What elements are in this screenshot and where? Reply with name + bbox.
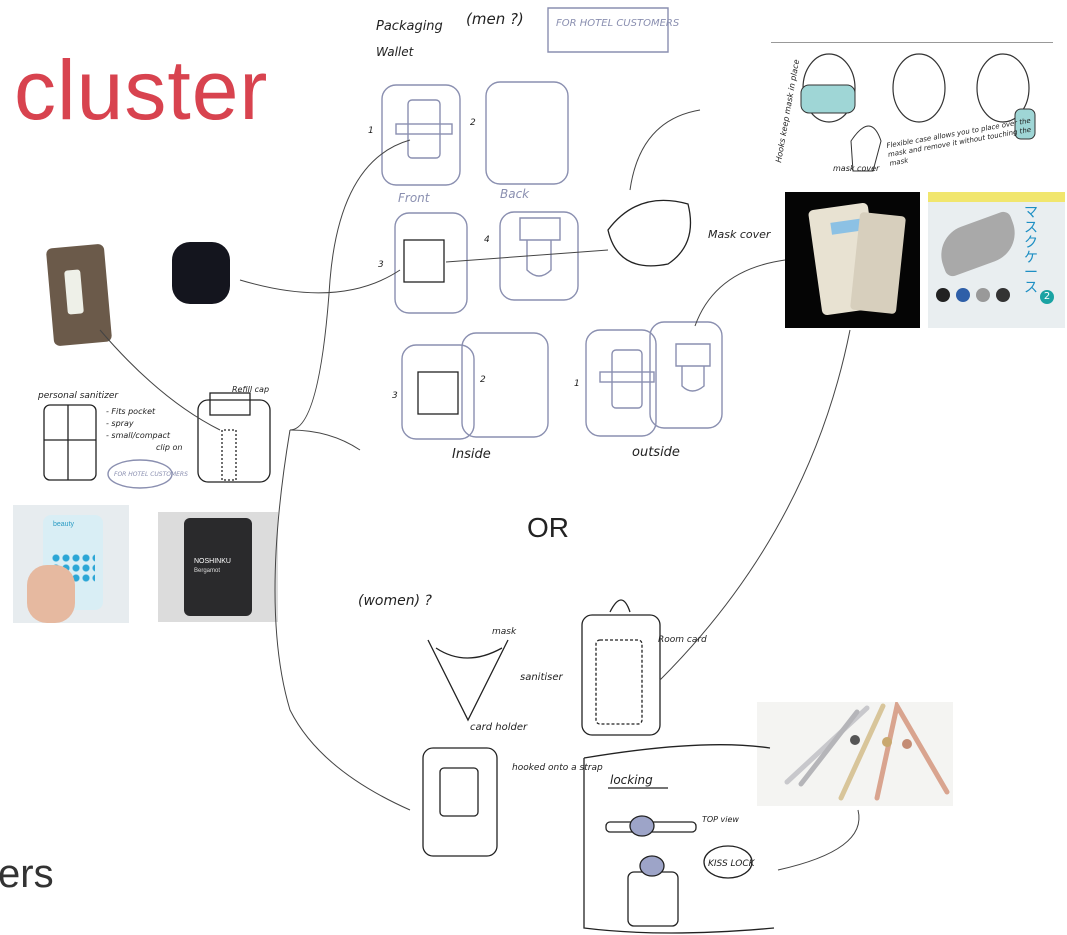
sanitizer-box-sketch — [43, 404, 97, 481]
step-2b: 2 — [480, 375, 486, 385]
hotel-tag-men: FOR HOTEL CUSTOMERS — [556, 18, 680, 29]
sanitizer-note-2: - spray — [106, 419, 134, 428]
men-question: (men ?) — [466, 10, 524, 28]
footer-fragment: ers — [0, 852, 54, 896]
top-view-label: TOP view — [702, 815, 739, 824]
hooked-strap-label: hooked onto a strap — [512, 763, 603, 773]
sanitiser-label: sanitiser — [520, 672, 564, 683]
room-card-label: Room card — [658, 635, 707, 645]
back-label: Back — [500, 187, 530, 201]
mask-cover-illustration: Hooks keep mask in place mask cover Flex… — [771, 42, 1053, 185]
wallet-inner-right — [499, 211, 579, 301]
clip-on-label: clip on — [156, 443, 182, 452]
or-label: OR — [527, 512, 569, 543]
step-1b: 1 — [574, 379, 580, 389]
noshinku-sanitizer-photo: NOSHINKU Bergamot — [158, 512, 278, 622]
jp-book-title: マスクケース — [1024, 205, 1038, 296]
locking-label: locking — [610, 773, 653, 787]
step-3b: 3 — [392, 391, 398, 401]
packaging-heading: Packaging — [376, 19, 443, 34]
kiss-lock-frame-photo — [757, 702, 953, 806]
mask-case-book-photo: マスクケース 2 — [928, 192, 1065, 328]
card-holder-label: card holder — [470, 722, 528, 733]
mask-cover-sketch — [607, 199, 692, 267]
step-4: 4 — [484, 235, 490, 245]
connector-strap-to-wallet — [239, 269, 401, 294]
step-3: 3 — [378, 260, 384, 270]
front-label: Front — [398, 191, 431, 205]
velcro-strap-photo — [168, 236, 236, 310]
step-2: 2 — [470, 118, 476, 128]
page-title: cluster — [14, 43, 269, 137]
wallet-label: Wallet — [376, 45, 415, 59]
wallet-back-sketch — [485, 81, 569, 185]
outside-label: outside — [632, 445, 680, 460]
variant-right-text: Bergamot — [194, 568, 221, 574]
sanitizer-pattern-box — [403, 239, 445, 283]
women-question: (women) ? — [358, 593, 433, 609]
kiss-lock-label: KISS LOCK — [708, 859, 756, 869]
sanitizer-heading: personal sanitizer — [37, 391, 119, 401]
mask-label: mask — [492, 627, 517, 637]
sanitizer-card-photo: beauty — [13, 505, 129, 623]
step-1: 1 — [368, 126, 374, 136]
sanitizer-note-3: - small/compact — [106, 431, 171, 440]
mask-cover-note: mask cover — [833, 164, 880, 173]
wallet-inner-left — [394, 212, 468, 314]
refill-cap-label: Refill cap — [232, 385, 269, 394]
inside-label: Inside — [452, 447, 491, 462]
brand-right-text: NOSHINKU — [194, 558, 231, 565]
hotel-tag-sanitizer: FOR HOTEL CUSTOMERS — [114, 471, 188, 478]
jp-book-number: 2 — [1040, 290, 1054, 304]
mask-cover-label: Mask cover — [708, 228, 772, 241]
sanitizer-note-1: - Fits pocket — [106, 407, 156, 416]
card-holder-photo — [785, 192, 920, 328]
wallet-front-sketch — [381, 84, 461, 186]
brand-left-text: beauty — [53, 521, 75, 528]
